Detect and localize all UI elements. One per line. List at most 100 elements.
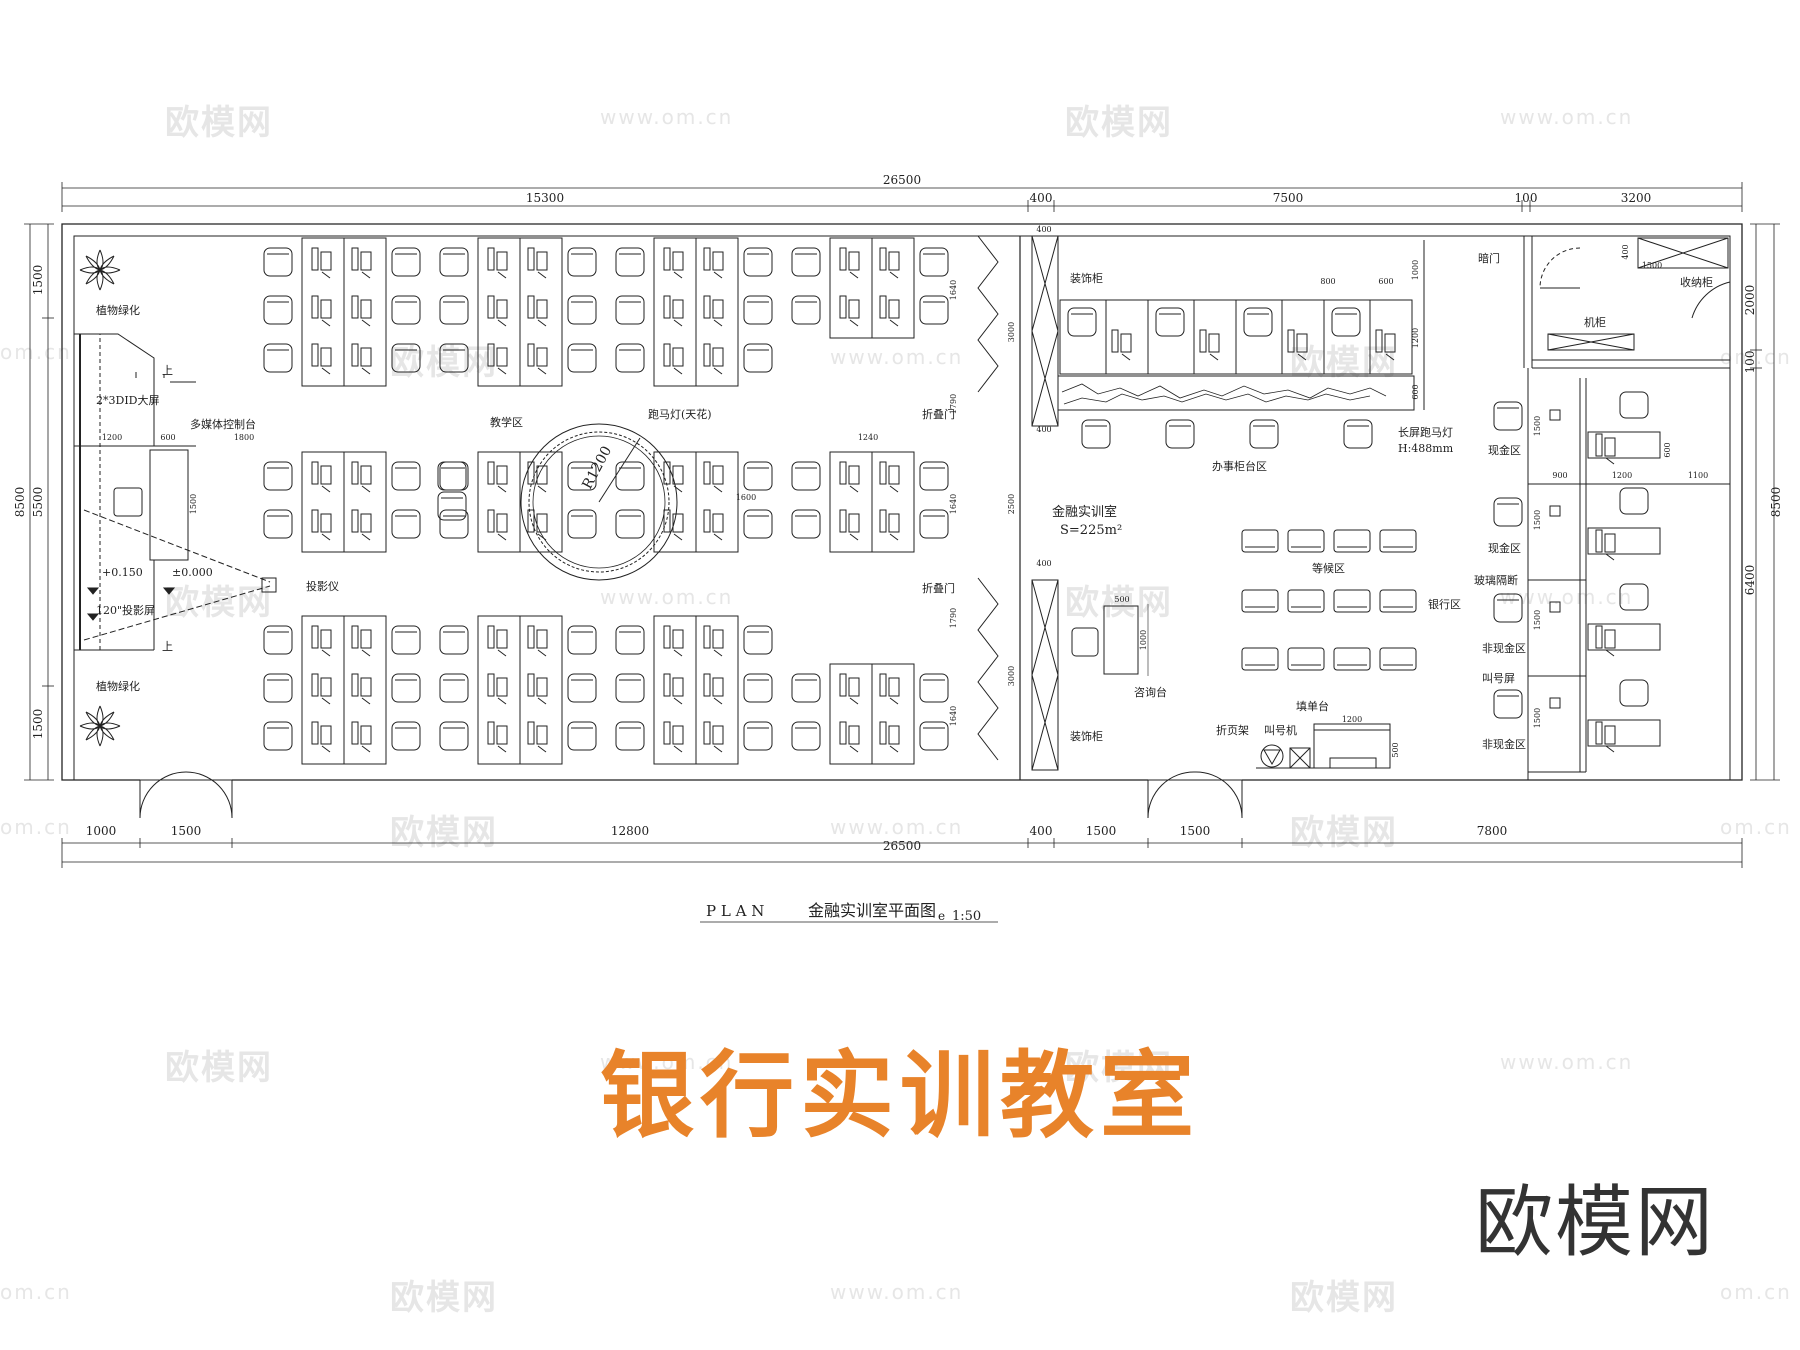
desk-block — [263, 237, 421, 387]
chair — [615, 673, 645, 703]
dimension-ticks — [24, 182, 1780, 868]
monitor — [879, 673, 887, 697]
dim-left-total: 8500 — [13, 487, 27, 518]
classroom-desks — [263, 237, 949, 765]
keyboard — [496, 299, 508, 319]
chair — [1343, 419, 1373, 449]
watermark: www.om.cn — [600, 585, 734, 609]
chair — [1249, 419, 1279, 449]
chair — [743, 461, 773, 491]
waiting-chair — [1333, 589, 1371, 613]
outer-walls — [61, 223, 1743, 819]
keyboard — [496, 347, 508, 367]
rack-cabinet — [1547, 333, 1635, 351]
keyboard — [320, 513, 332, 533]
keyboard — [320, 629, 332, 649]
svg-text:1200: 1200 — [1612, 471, 1632, 480]
monitor — [663, 721, 671, 745]
svg-text:900: 900 — [1552, 471, 1567, 480]
chair — [263, 721, 293, 751]
label-queue-screen: 叫号屏 — [1482, 672, 1515, 685]
monitor — [351, 721, 359, 745]
chair — [1493, 401, 1523, 431]
monitor — [839, 509, 847, 533]
keyboard — [672, 347, 684, 367]
keyboard — [536, 251, 548, 271]
keyboard — [360, 629, 372, 649]
chair — [919, 673, 949, 703]
office-desk — [1369, 299, 1413, 375]
monitor — [879, 295, 887, 319]
monitor — [703, 295, 711, 319]
monitor — [527, 625, 535, 649]
chair — [1493, 689, 1523, 719]
dim-right-seg: 2000 — [1743, 285, 1757, 316]
chair — [919, 295, 949, 325]
keyboard — [672, 725, 684, 745]
chair — [439, 461, 469, 491]
main-title: 银行实训教室 — [599, 1042, 1200, 1151]
brochure-rack — [1260, 744, 1284, 768]
label-long-marquee: 长屏跑马灯 — [1398, 425, 1453, 439]
caption-prefix: P L A N — [706, 902, 764, 920]
watermark: www.om.cn — [1500, 105, 1634, 129]
svg-text:1500: 1500 — [1533, 510, 1542, 530]
label-noncash-area: 非现金区 — [1482, 737, 1526, 751]
svg-text:1640: 1640 — [949, 706, 958, 726]
label-level: +0.150 — [102, 566, 143, 579]
chair — [919, 721, 949, 751]
svg-text:1000: 1000 — [1411, 260, 1420, 280]
chair — [743, 509, 773, 539]
svg-text:1500: 1500 — [189, 494, 198, 514]
label-folding-door: 折叠门 — [922, 581, 955, 595]
monitor — [351, 673, 359, 697]
desk-block — [439, 237, 597, 387]
label-room-area: S=225m² — [1060, 523, 1122, 538]
desk-block — [439, 615, 597, 765]
desk-block — [263, 615, 421, 765]
desk-block — [615, 615, 773, 765]
dim-right-total: 8500 — [1769, 487, 1783, 518]
dim-bottom-seg: 1500 — [1086, 824, 1117, 838]
chair — [439, 343, 469, 373]
keyboard — [712, 629, 724, 649]
waiting-chair — [1333, 529, 1371, 553]
caption-scale-mark: e — [938, 909, 945, 923]
inner-dimensions: 1200 600 1800 1500 1640 1790 1640 1790 1… — [102, 225, 1708, 758]
monitor — [703, 461, 711, 485]
watermark: 欧模网 — [165, 583, 273, 623]
waiting-chair — [1333, 647, 1371, 671]
monitor — [703, 343, 711, 367]
deco-cabinet — [1031, 235, 1059, 427]
caption-scale: 1:50 — [952, 909, 981, 924]
keyboard — [848, 677, 860, 697]
dim-top-seg: 400 — [1030, 191, 1053, 205]
keyboard — [320, 677, 332, 697]
teller-chair — [1619, 679, 1649, 707]
svg-text:1800: 1800 — [234, 433, 254, 442]
svg-text:400: 400 — [1036, 425, 1051, 434]
label-rack-cabinet: 机柜 — [1584, 315, 1606, 329]
label-consult-desk: 咨询台 — [1134, 685, 1167, 699]
teller-window — [1549, 409, 1561, 421]
desk-block — [615, 237, 773, 387]
dim-bottom-seg: 400 — [1030, 824, 1053, 838]
monitor — [311, 343, 319, 367]
chair — [263, 247, 293, 277]
caption-name: 金融实训室平面图 — [808, 901, 936, 920]
keyboard — [1384, 333, 1396, 353]
label-storage-cabinet: 收纳柜 — [1680, 275, 1713, 289]
svg-text:3000: 3000 — [1007, 322, 1016, 342]
keyboard — [1604, 725, 1616, 745]
svg-text:1500: 1500 — [1533, 416, 1542, 436]
monitor — [351, 295, 359, 319]
monitor — [663, 673, 671, 697]
watermark: 欧模网 — [1290, 813, 1398, 853]
keyboard — [496, 513, 508, 533]
keyboard — [320, 725, 332, 745]
keyboard — [360, 347, 372, 367]
svg-text:600: 600 — [160, 433, 175, 442]
keyboard — [360, 725, 372, 745]
svg-text:600: 600 — [1411, 384, 1420, 399]
chair — [743, 721, 773, 751]
